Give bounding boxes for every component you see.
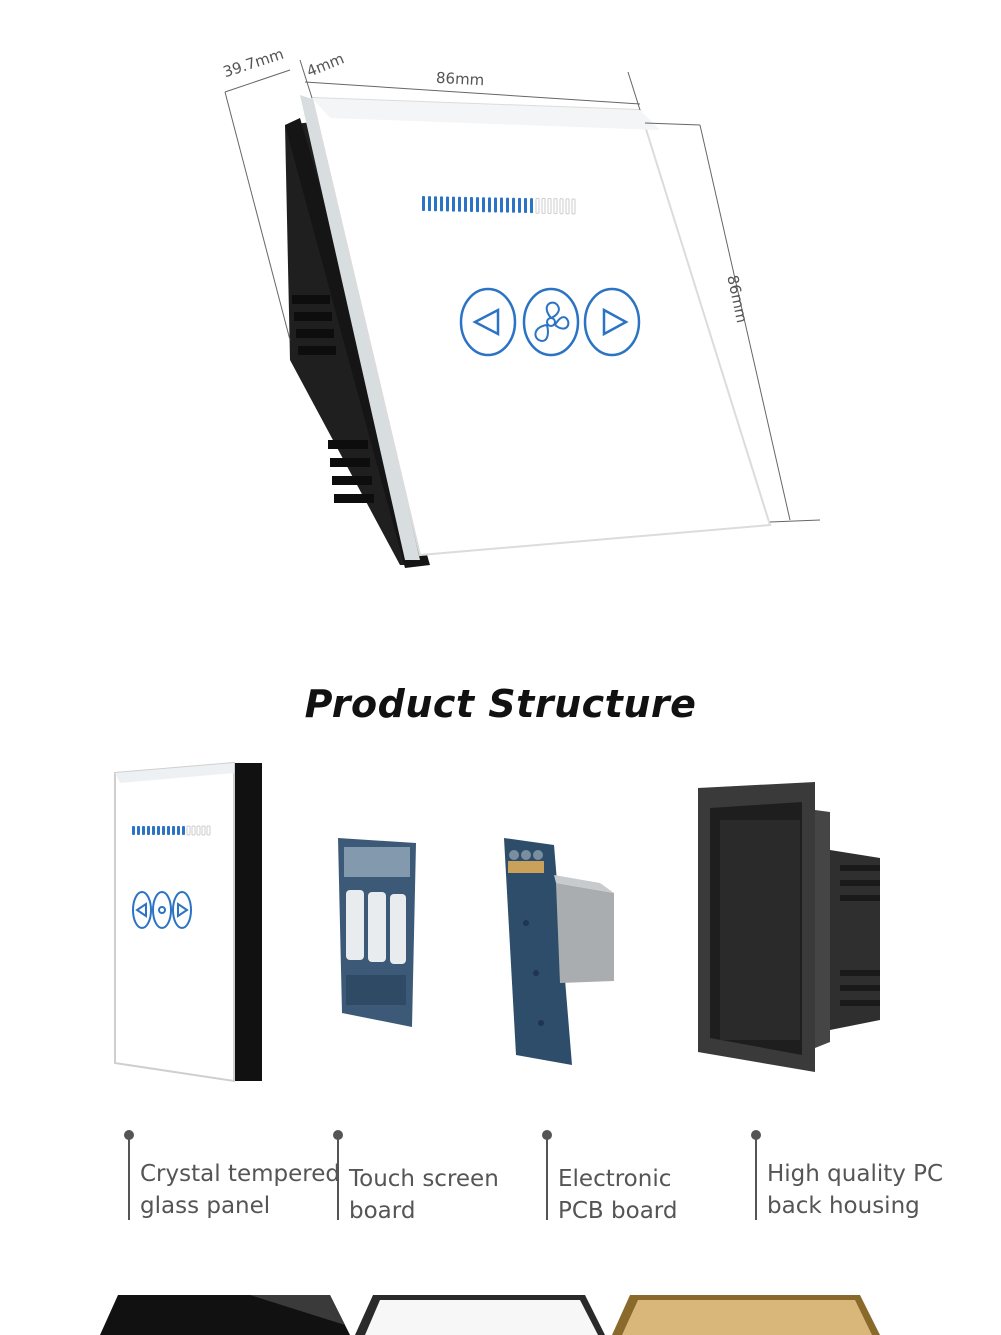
caption-pcb-board: Electronic PCB board [558, 1166, 678, 1224]
speed-up-button-ring [583, 287, 641, 357]
level-segment [422, 196, 425, 211]
level-segment [464, 196, 467, 212]
level-segment [452, 196, 455, 212]
speed-down-button-ring [459, 287, 517, 357]
level-segment [500, 197, 503, 213]
caption-back-housing: High quality PC back housing [767, 1161, 944, 1219]
level-segment [167, 826, 170, 835]
level-segment [172, 826, 175, 835]
level-segment [494, 197, 497, 213]
color-variants-strip [100, 1295, 880, 1335]
level-segment [191, 825, 196, 836]
level-segment [157, 826, 160, 835]
level-segment [428, 196, 431, 212]
level-segment [206, 825, 211, 836]
pcb-board-illustration [504, 838, 614, 1065]
level-segment [201, 825, 206, 836]
level-segment [506, 197, 509, 213]
level-segment [142, 826, 145, 835]
level-segment [541, 197, 546, 214]
hero-switch-illustration [224, 59, 821, 568]
level-segment [440, 196, 443, 212]
fan-speed-up-icon [602, 307, 629, 337]
level-segment [196, 825, 201, 836]
level-segment [565, 198, 570, 215]
level-segment [182, 826, 185, 835]
level-segment [535, 197, 540, 214]
touch-board-illustration [338, 838, 416, 1027]
level-segment [571, 198, 576, 215]
level-segment [470, 196, 473, 212]
level-segment [446, 196, 449, 212]
level-segment [137, 826, 140, 835]
level-segment [512, 197, 515, 213]
level-segment [530, 198, 533, 214]
level-segment [488, 197, 491, 213]
glass-panel-illustration [114, 761, 262, 1083]
fan-speed-down-icon [472, 307, 500, 337]
level-segment [434, 196, 437, 212]
level-segment [458, 196, 461, 212]
width-dimension-label: 86mm [435, 68, 485, 90]
fan-button-ring [522, 287, 580, 357]
level-segment [476, 197, 479, 213]
level-segment [524, 198, 527, 214]
level-segment [553, 198, 558, 215]
fan-icon [534, 301, 570, 343]
level-segment [132, 826, 135, 835]
level-segment [518, 197, 521, 213]
level-segment [162, 826, 165, 835]
section-title: Product Structure [304, 682, 697, 726]
level-segment [177, 826, 180, 835]
level-segment [559, 198, 564, 215]
back-housing-illustration [698, 782, 880, 1072]
caption-touch-board: Touch screen board [349, 1166, 499, 1224]
level-segment [547, 198, 552, 215]
caption-glass-panel: Crystal tempered glass panel [140, 1161, 340, 1219]
level-segment [152, 826, 155, 835]
level-segment [186, 825, 191, 836]
level-segment [482, 197, 485, 213]
level-segment [147, 826, 150, 835]
